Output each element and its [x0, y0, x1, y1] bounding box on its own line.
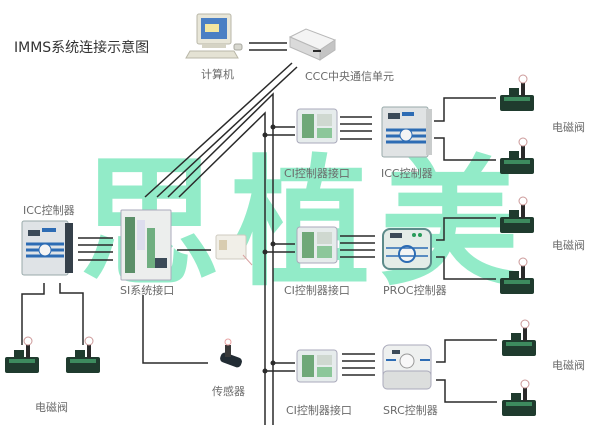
connection-lines	[21, 42, 497, 425]
diagram-title: IMMS系统连接示意图	[14, 39, 149, 56]
proc-controller-label: PROC控制器	[383, 283, 447, 297]
link-si-bus	[178, 111, 266, 425]
solenoid-valve-icon[interactable]	[5, 336, 39, 373]
link-si-bus	[167, 92, 274, 425]
ci-interface-icon[interactable]	[296, 349, 338, 383]
solenoid-valve-icon[interactable]	[66, 336, 100, 373]
link-ci-controller	[340, 116, 372, 140]
solenoid-valve-icon[interactable]	[500, 257, 534, 294]
link-icc-valve	[21, 283, 45, 345]
solenoid-valves	[5, 74, 536, 416]
link-ci-controller	[342, 353, 375, 376]
ci-interface-icon[interactable]	[296, 226, 338, 264]
controller-icon[interactable]	[381, 106, 432, 158]
link-controller-valve	[434, 137, 496, 161]
link-controller-valve	[436, 379, 497, 403]
ci-interface-label: CI控制器接口	[284, 283, 350, 297]
valves-label: 电磁阀	[552, 358, 585, 372]
solenoid-valve-icon[interactable]	[500, 137, 534, 174]
computer-label: 计算机	[201, 67, 234, 81]
link-controller-valve	[436, 256, 496, 280]
solenoid-valve-icon[interactable]	[500, 74, 534, 111]
si-label: SI系统接口	[120, 284, 174, 297]
controller-icon[interactable]	[382, 228, 432, 270]
ci-interface-label: CI控制器接口	[284, 166, 350, 180]
valves-label: 电磁阀	[552, 238, 585, 252]
icc-controller-label: ICC控制器	[23, 203, 75, 217]
link-icc-valve	[59, 283, 84, 345]
link-ci-controller	[340, 235, 375, 258]
solenoid-valve-icon[interactable]	[502, 379, 536, 416]
ccc-label: CCC中央通信单元	[305, 70, 394, 83]
controller-icon[interactable]	[382, 344, 432, 390]
ci-interface-icon[interactable]	[296, 108, 338, 144]
solenoid-valve-icon[interactable]	[502, 319, 536, 356]
ci-interface-label: CI控制器接口	[286, 403, 352, 417]
bus-junctions	[262, 124, 276, 374]
link-si-sensor	[142, 295, 208, 364]
valves-label: 电磁阀	[552, 120, 585, 134]
link-controller-valve	[434, 97, 496, 122]
sensor-label: 传感器	[212, 385, 245, 398]
src-controller-label: SRC控制器	[383, 403, 438, 417]
solenoid-valve-icon[interactable]	[500, 196, 534, 233]
valves-label: 电磁阀	[35, 400, 68, 414]
sensor-icon[interactable]	[219, 338, 243, 368]
link-controller-valve	[436, 339, 497, 363]
link-ccc-si	[144, 62, 293, 198]
controller-icon[interactable]	[21, 220, 73, 276]
link-ccc-si	[156, 66, 298, 198]
wireless-module-icon[interactable]	[215, 234, 253, 266]
system-interface-icon[interactable]	[120, 209, 172, 281]
icc-controller-label: ICC控制器	[381, 166, 433, 180]
computer-icon[interactable]	[185, 13, 243, 59]
communication-unit-icon[interactable]	[288, 28, 337, 61]
link-controller-valve	[436, 217, 496, 241]
